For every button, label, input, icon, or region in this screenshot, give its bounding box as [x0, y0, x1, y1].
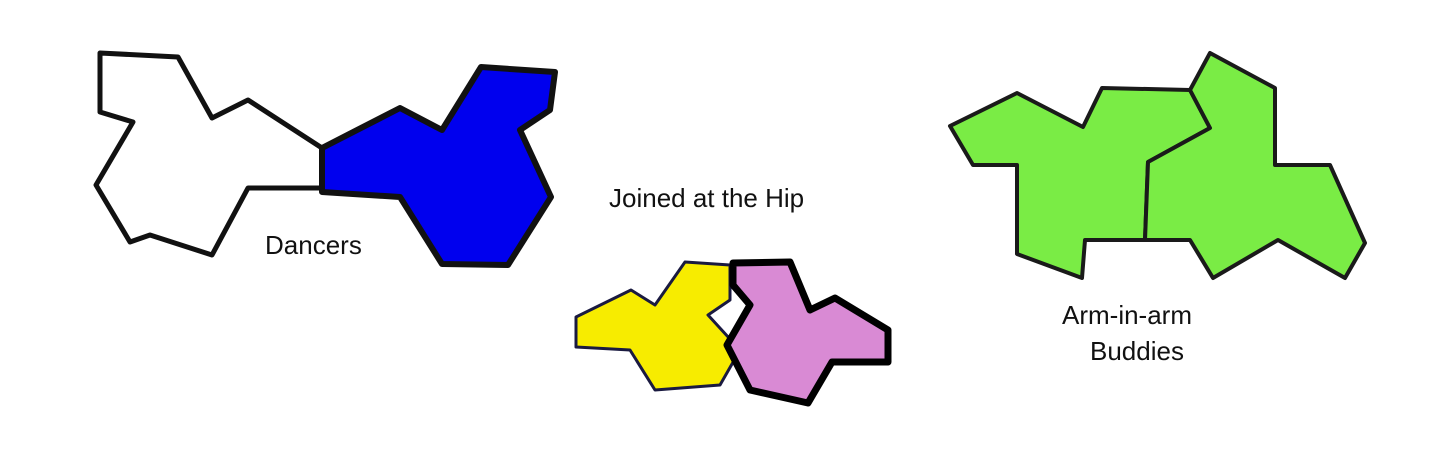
buddy-right-shape	[1143, 51, 1367, 280]
pink-shape	[723, 258, 892, 407]
dancers-caption: Dancers	[265, 230, 362, 260]
right-dancer-shape	[319, 64, 558, 268]
arm-in-arm-buddies-group	[948, 51, 1367, 280]
dancers-group	[93, 50, 558, 268]
joined-at-the-hip-caption: Joined at the Hip	[609, 183, 805, 213]
joined-at-the-hip-group	[574, 258, 892, 407]
yellow-shape	[574, 260, 742, 392]
left-dancer-shape	[93, 50, 325, 258]
buddies-caption-line-1: Arm-in-arm	[1062, 300, 1192, 330]
buddies-caption-line-2: Buddies	[1090, 336, 1184, 366]
